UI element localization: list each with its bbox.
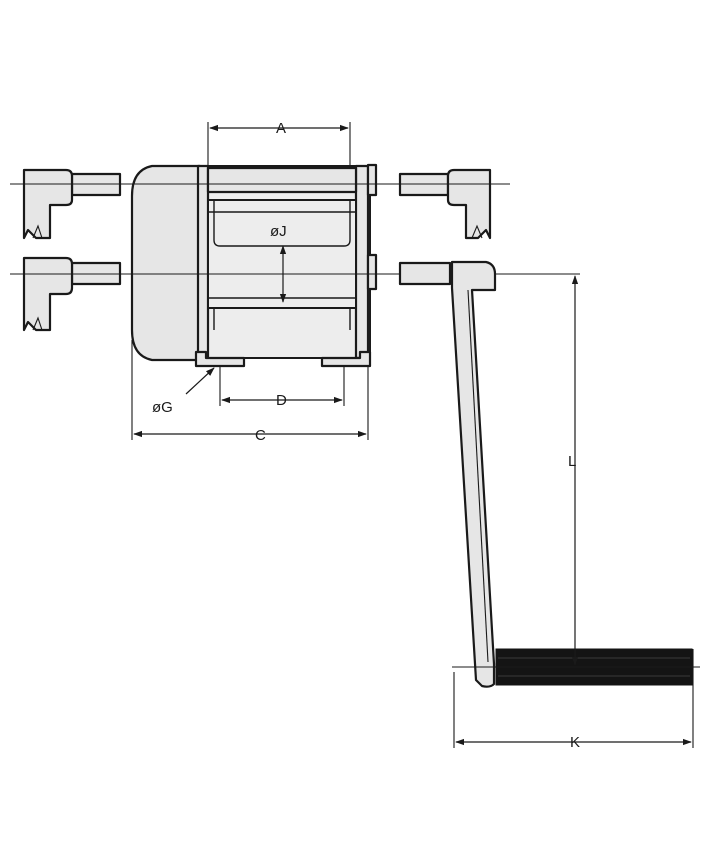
dimension-g: øG [152,367,215,416]
dimension-l: L [568,275,579,666]
dimension-c: C [131,340,369,444]
dimension-d: D [219,366,345,409]
left-bottom-handle-fitting [22,256,122,332]
winch-body [130,163,378,368]
dimension-d-label: D [276,392,287,409]
dimension-k: K [453,649,694,751]
dimension-j: øJ [270,223,287,303]
dimension-a-label: A [276,120,286,137]
dimension-c-label: C [255,427,266,444]
dimension-l-label: L [568,453,576,470]
crank-handle [398,260,693,688]
dimension-j-label: øJ [270,223,287,240]
right-top-handle-fitting [398,168,492,240]
dimension-a: A [207,120,351,166]
dimension-k-label: K [570,734,580,751]
dimension-g-label: øG [152,399,173,416]
left-top-handle-fitting [22,168,122,240]
